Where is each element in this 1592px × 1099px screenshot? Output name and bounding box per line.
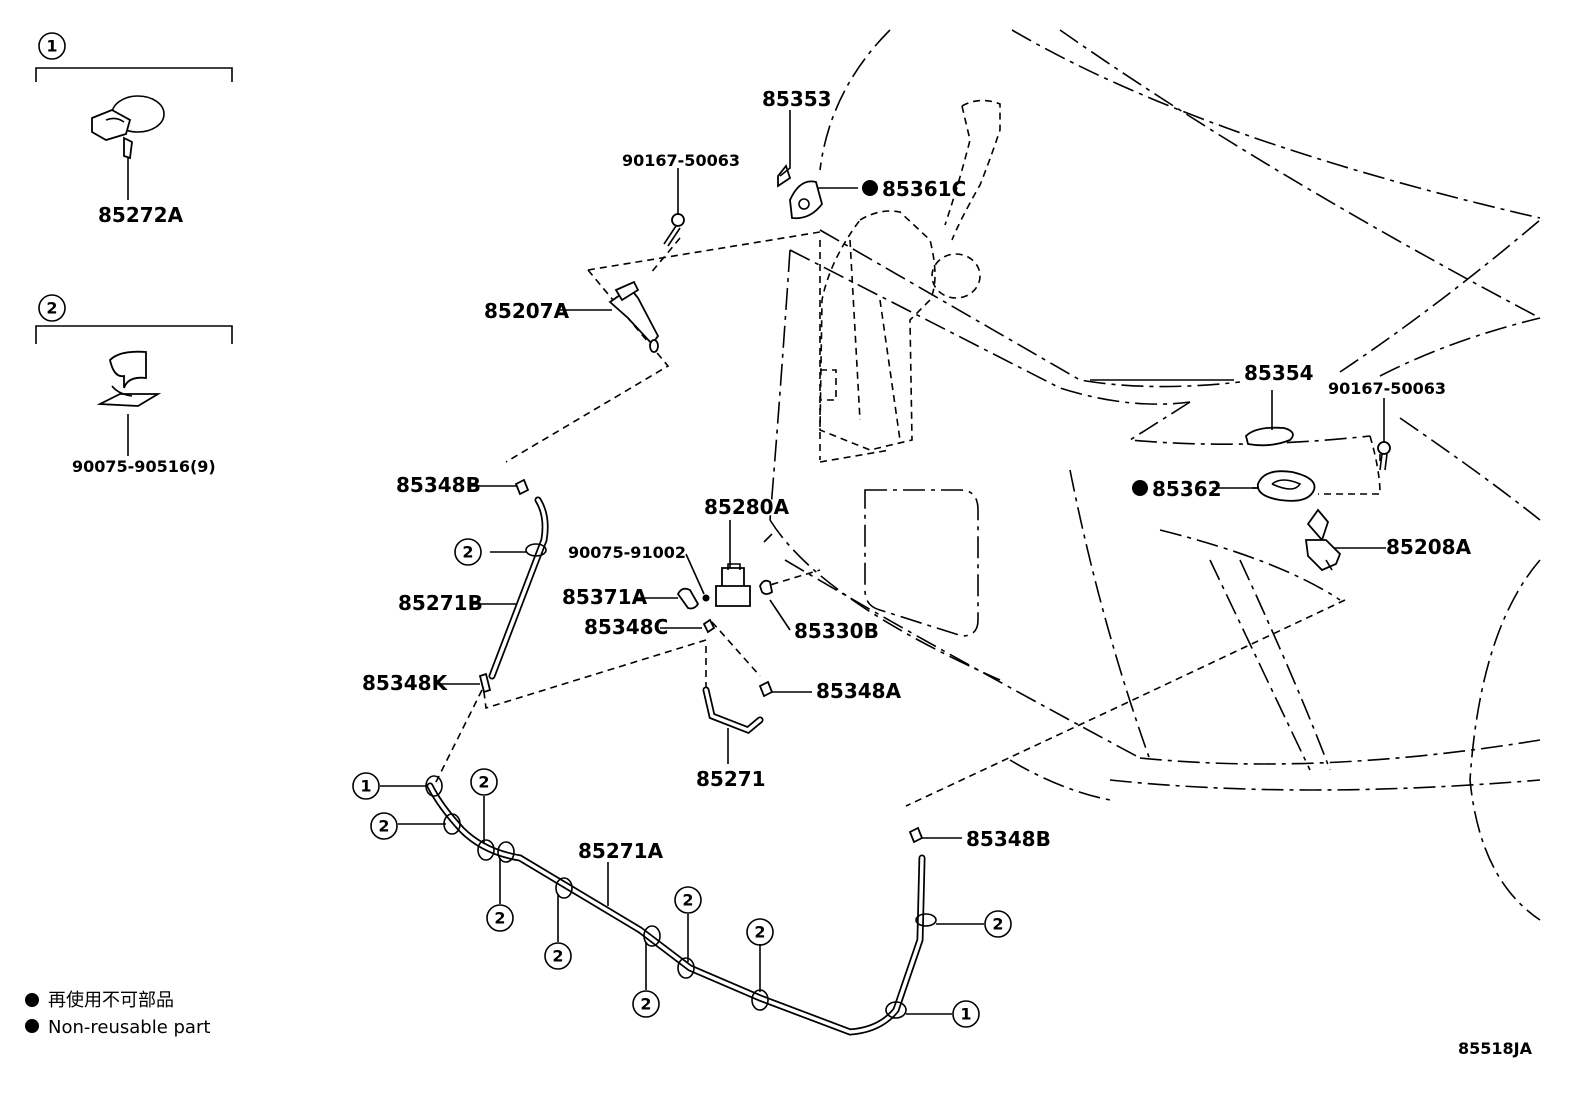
vehicle-body-outline	[763, 29, 1541, 921]
screw-90167-50063-icon	[663, 213, 685, 247]
washer-tank-outline	[819, 99, 1001, 451]
pump-85280a-icon	[715, 563, 751, 607]
label-85271b: 85271B	[398, 591, 483, 615]
joint-85348b-bottom-icon	[908, 826, 924, 844]
nozzle-85207a-icon	[608, 280, 660, 353]
joint-85348k-icon	[478, 672, 492, 694]
marker-circle: 2	[984, 910, 1012, 938]
part-label: 85272A	[98, 203, 184, 227]
marker-circle: 2	[544, 942, 572, 970]
label-85353: 85353	[762, 87, 832, 111]
label-85207a: 85207A	[484, 299, 570, 323]
grommet-85330b-icon	[759, 579, 774, 595]
svg-text:2: 2	[754, 923, 765, 942]
part-label: 90075-90516(9)	[72, 457, 216, 476]
label-90075-91002: 90075-91002	[568, 543, 686, 562]
label-85348b-bottom: 85348B	[966, 827, 1051, 851]
label-85271a: 85271A	[578, 839, 664, 863]
legend-jp: 再使用不可部品	[48, 990, 174, 1011]
group-1-callout: 1 85272A	[35, 32, 233, 227]
marker-circle: 2	[370, 812, 398, 840]
legend-en: Non-reusable part	[48, 1017, 210, 1038]
joint-85348c-icon	[702, 618, 716, 634]
leader-lines	[380, 110, 1386, 1015]
clip-90075-90516-icon	[96, 350, 162, 407]
legend-footnote: 再使用不可部品 Non-reusable part	[25, 990, 210, 1038]
marker-circle: 1	[352, 772, 380, 800]
diagram-code: 85518JA	[1458, 1039, 1533, 1058]
hoses	[425, 496, 937, 1036]
label-85330b: 85330B	[794, 619, 879, 643]
marker-circle: 1	[952, 1000, 980, 1028]
screw-90167-50063-right-icon	[1377, 441, 1391, 471]
marker-circle: 2	[470, 768, 498, 796]
svg-text:1: 1	[960, 1005, 971, 1024]
label-85271: 85271	[696, 767, 766, 791]
svg-text:2: 2	[46, 299, 57, 318]
marker-circle: 2	[674, 886, 702, 914]
non-reusable-dot-icon	[25, 993, 39, 1007]
svg-text:2: 2	[682, 891, 693, 910]
svg-text:1: 1	[46, 37, 57, 56]
label-85348c: 85348C	[584, 615, 668, 639]
marker-circle: 2	[454, 538, 482, 566]
marker-circle: 2	[746, 918, 774, 946]
grommet-85362-icon	[1257, 470, 1316, 502]
clamp-85272a-icon	[91, 95, 165, 160]
group-2-callout: 2 90075-90516(9)	[35, 294, 233, 476]
label-85208a: 85208A	[1386, 535, 1472, 559]
non-reusable-dot-icon	[862, 180, 878, 196]
label-85348b: 85348B	[396, 473, 481, 497]
label-85362: 85362	[1152, 477, 1222, 501]
svg-text:2: 2	[992, 915, 1003, 934]
label-85361c: 85361C	[882, 177, 966, 201]
joint-85348b-top-icon	[514, 478, 530, 496]
label-90167-50063-right: 90167-50063	[1328, 379, 1446, 398]
svg-text:2: 2	[640, 995, 651, 1014]
elbow-85371a-icon	[676, 587, 700, 610]
svg-text:2: 2	[552, 947, 563, 966]
connection-lines	[433, 231, 1381, 807]
label-85348a: 85348A	[816, 679, 902, 703]
part-labels: 85353 90167-50063 85361C 85207A 85354 90…	[362, 87, 1472, 863]
cover-85354-icon	[1245, 426, 1294, 447]
svg-text:2: 2	[494, 909, 505, 928]
svg-text:2: 2	[478, 773, 489, 792]
label-85280a: 85280A	[704, 495, 790, 519]
clamp-markers: 2 1 2 2 2 2 2 2 2 2 1	[352, 538, 1012, 1028]
svg-text:1: 1	[360, 777, 371, 796]
svg-text:2: 2	[378, 817, 389, 836]
label-85348k: 85348K	[362, 671, 449, 695]
nozzle-85208a-icon	[1304, 508, 1342, 572]
label-85371a: 85371A	[562, 585, 648, 609]
marker-circle: 2	[632, 990, 660, 1018]
non-reusable-dot-icon	[1132, 480, 1148, 496]
svg-text:2: 2	[462, 543, 473, 562]
joint-85348a-icon	[758, 680, 774, 698]
marker-circle: 2	[486, 904, 514, 932]
non-reusable-dot-icon	[25, 1019, 39, 1033]
label-90167-50063: 90167-50063	[622, 151, 740, 170]
parts-icons	[514, 164, 1391, 844]
seal-90075-91002-icon	[702, 594, 710, 602]
label-85354: 85354	[1244, 361, 1314, 385]
